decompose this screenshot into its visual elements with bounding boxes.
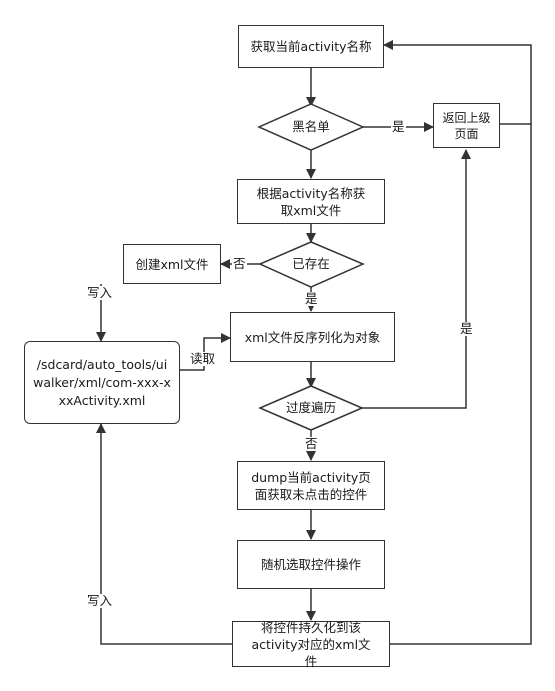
yes-exists-label: 是 [304,291,319,306]
arrow-goback-getname [383,40,532,125]
arrow-persist-xmlpath [96,423,232,645]
traverse-diamond [258,385,364,431]
deserialize-box: xml文件反序列化为对象 [230,312,395,362]
create-xml-box: 创建xml文件 [123,244,221,284]
get-xml-text: 根据activity名称获取xml文件 [256,185,366,218]
arrow-traverse-goback [362,149,471,409]
persist-box: 将控件持久化到该activity对应的xml文件 [232,619,390,669]
exists-text: 已存在 [292,256,330,271]
no-traverse-label: 否 [304,436,319,451]
over-traverse-text: 过度遍历 [285,400,336,415]
get-name-text: 获取当前activity名称 [250,39,372,54]
create-xml-text: 创建xml文件 [135,256,209,272]
dump-box: dump当前activity页面获取未点击的控件 [237,461,385,510]
dump-text: dump当前activity页面获取未点击的控件 [251,469,371,502]
deserialize-text: xml文件反序列化为对象 [244,329,381,345]
get-name-box: 获取当前activity名称 [238,25,384,68]
read-label: 读取 [189,351,217,366]
exists-diamond [258,241,365,288]
persist-text: 将控件持久化到该activity对应的xml文件 [251,619,371,669]
random-select-text: 随机选取控件操作 [260,557,361,572]
yes-traverse-label: 是 [459,321,474,336]
xml-path-box: /sdcard/auto_tools/uiwalker/xml/com-xxx-… [24,341,180,424]
get-xml-box: 根据activity名称获取xml文件 [237,179,385,224]
random-select-box: 随机选取控件操作 [237,540,385,589]
go-back-text: 返回上级页面 [442,110,491,141]
yes-blacklist-label: 是 [391,119,406,134]
write-bottom-label: 写入 [86,593,114,608]
blacklist-diamond [257,103,365,151]
go-back-box: 返回上级页面 [433,103,500,148]
write-top-label: 写入 [86,285,114,300]
arrow-persist-loop [390,124,532,645]
blacklist-text: 黑名单 [292,119,330,134]
xml-path-text: /sdcard/auto_tools/uiwalker/xml/com-xxx-… [33,356,171,408]
no-exists-label: 否 [232,256,247,271]
